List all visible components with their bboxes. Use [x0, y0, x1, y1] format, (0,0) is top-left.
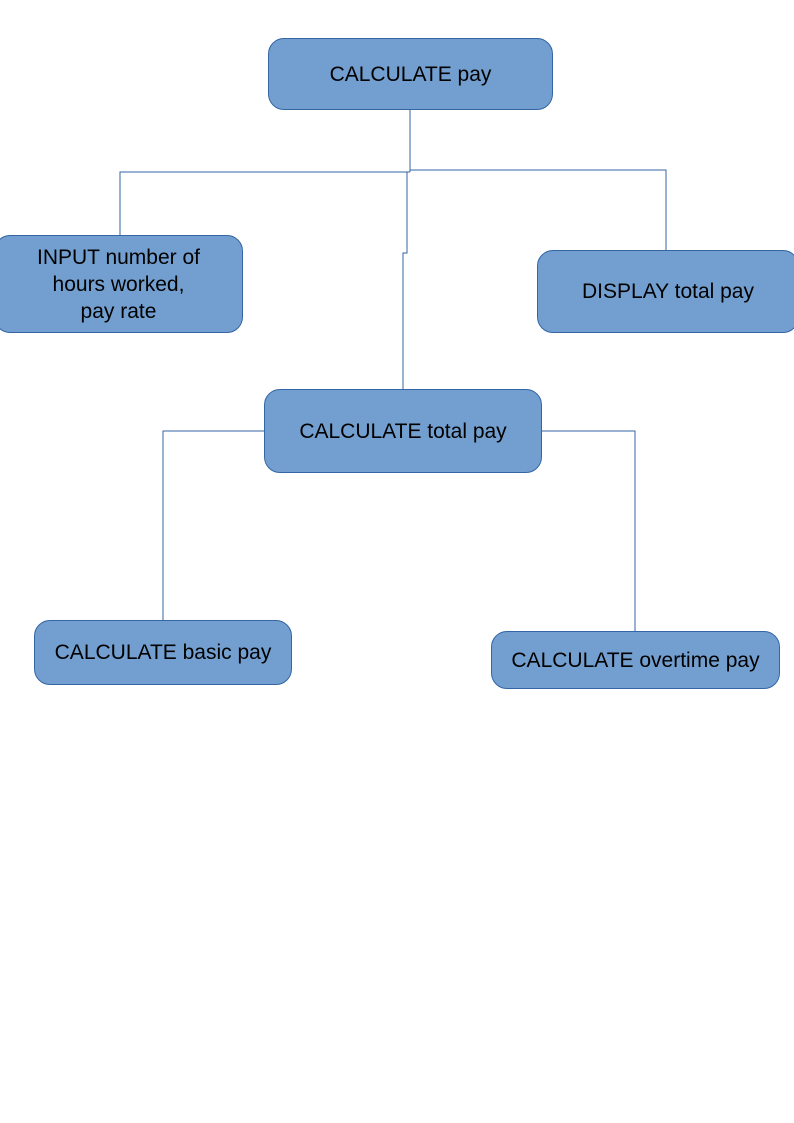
- node-calculate-basic-pay-label: CALCULATE basic pay: [54, 641, 272, 664]
- node-calculate-total-pay-label: CALCULATE total pay: [299, 419, 507, 443]
- connector-total-basic: [162, 430, 264, 620]
- connector-root-input: [119, 171, 410, 235]
- node-display-total-pay: DISPLAY total pay: [537, 250, 794, 333]
- node-calculate-total-pay: CALCULATE total pay: [264, 389, 542, 473]
- node-display-total-pay-label: DISPLAY total pay: [582, 280, 754, 303]
- node-calculate-pay-label: CALCULATE pay: [329, 62, 492, 86]
- node-input-hours-rate: INPUT number of hours worked, pay rate: [0, 235, 243, 333]
- connector-root-total: [402, 172, 408, 389]
- connector-total-overtime: [542, 430, 636, 631]
- node-calculate-pay: CALCULATE pay: [268, 38, 553, 110]
- node-input-hours-rate-label: INPUT number of hours worked, pay rate: [36, 245, 200, 323]
- node-calculate-basic-pay: CALCULATE basic pay: [34, 620, 292, 685]
- node-calculate-overtime-pay-label: CALCULATE overtime pay: [511, 648, 760, 672]
- connector-root-display: [410, 169, 667, 250]
- node-calculate-overtime-pay: CALCULATE overtime pay: [491, 631, 780, 689]
